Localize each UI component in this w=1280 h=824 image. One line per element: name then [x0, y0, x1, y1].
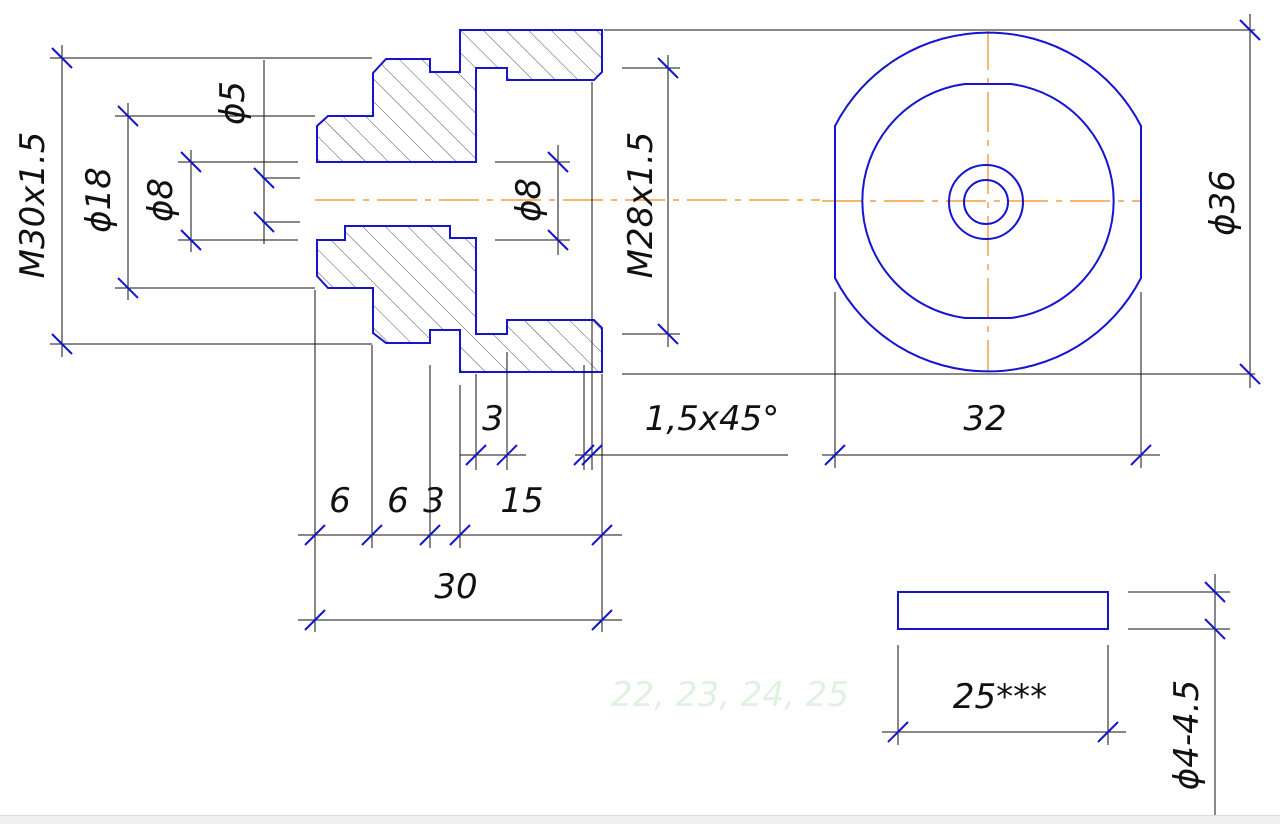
- dim-total-30-label: 30: [434, 567, 477, 607]
- gasket-dimension-lines: [882, 574, 1230, 815]
- dim-d8-left-label: ϕ8: [141, 178, 181, 222]
- end-view-bore-outer: [948, 164, 1024, 240]
- dim-width-15-label: 15: [500, 481, 543, 521]
- ghost-diameter-options-text: 22, 23, 24, 25: [611, 675, 849, 715]
- dim-m30-thread-label: M30x1.5: [13, 132, 53, 279]
- section-upper-half: [316, 29, 603, 163]
- section-lower-half: [316, 225, 603, 373]
- gasket-dimension-ticks: [887, 581, 1226, 743]
- dim-d8-right-label: ϕ8: [509, 178, 549, 222]
- section-dimension-ticks: [51, 47, 679, 631]
- end-view-inner-thread: [861, 83, 1115, 319]
- gasket-rectangle: [897, 591, 1109, 630]
- section-extension-lines: [50, 29, 1255, 632]
- section-view: M30x1.5 ϕ18 ϕ8 ϕ5 ϕ8 M28x1.5 3 1,5x45° 6…: [13, 29, 1255, 632]
- dim-d5-label: ϕ5: [213, 81, 253, 125]
- dim-d18-label: ϕ18: [79, 167, 119, 233]
- gasket-view: 22, 23, 24, 25 25*** ϕ4-4.5: [611, 574, 1230, 815]
- dim-d36-label: ϕ36: [1203, 170, 1243, 236]
- end-view-hex-outline: [834, 31, 1142, 373]
- end-view-dimension-lines: [822, 14, 1251, 468]
- dim-width-6a-label: 6: [329, 481, 351, 521]
- dim-width-32-label: 32: [963, 399, 1006, 439]
- window-bottom-border: [0, 815, 1280, 824]
- end-view: ϕ36 32: [822, 14, 1261, 468]
- dim-width-3-top-label: 3: [482, 399, 504, 439]
- end-view-bore-inner: [963, 179, 1009, 225]
- dim-d25-label: 25***: [953, 677, 1047, 717]
- dim-chamfer-label: 1,5x45°: [645, 399, 779, 439]
- dim-thickness-label: ϕ4-4.5: [1167, 680, 1207, 790]
- dim-width-6b-label: 6: [387, 481, 409, 521]
- end-view-dimension-ticks: [824, 19, 1261, 466]
- dim-width-3-label: 3: [423, 481, 445, 521]
- dim-m28-thread-label: M28x1.5: [621, 132, 661, 279]
